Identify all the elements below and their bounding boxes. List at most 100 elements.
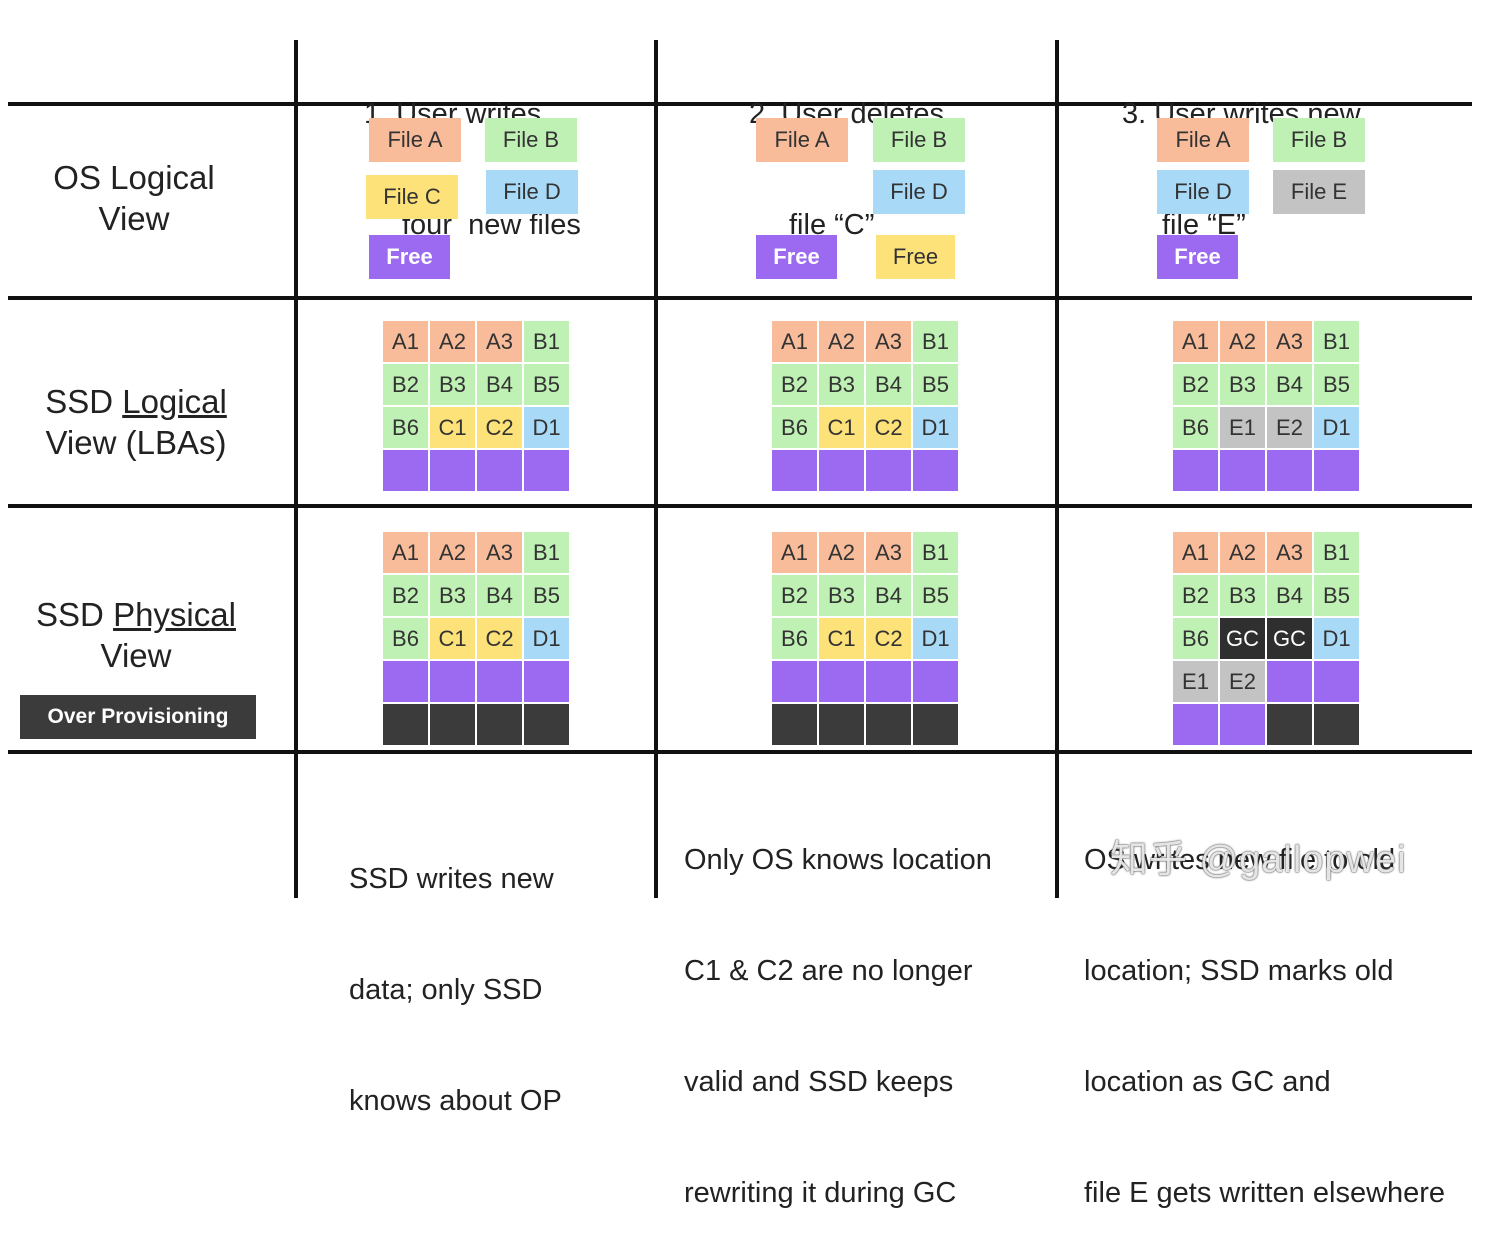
block-cell: A1 bbox=[383, 321, 428, 362]
block-cell: A2 bbox=[1220, 321, 1265, 362]
file-block: File D bbox=[873, 170, 965, 214]
file-block: File C bbox=[366, 175, 458, 219]
row-divider-2 bbox=[8, 504, 1472, 508]
block-cell: B5 bbox=[524, 575, 569, 616]
block-cell: A1 bbox=[383, 532, 428, 573]
block-cell bbox=[1173, 450, 1218, 491]
block-cell bbox=[1314, 450, 1359, 491]
col-divider-1 bbox=[294, 40, 298, 898]
file-block: File B bbox=[485, 118, 577, 162]
block-cell bbox=[1267, 450, 1312, 491]
block-cell: D1 bbox=[1314, 407, 1359, 448]
description-line: C1 & C2 are no longer bbox=[684, 955, 973, 987]
row-label-phys-prefix: SSD bbox=[36, 596, 114, 633]
row-label-os-logical-view: OS Logical View bbox=[4, 157, 264, 239]
block-cell: B1 bbox=[524, 321, 569, 362]
block-cell bbox=[430, 661, 475, 702]
block-cell: B5 bbox=[913, 575, 958, 616]
block-cell: B6 bbox=[1173, 618, 1218, 659]
block-cell bbox=[772, 704, 817, 745]
block-cell: A1 bbox=[772, 321, 817, 362]
block-cell bbox=[524, 704, 569, 745]
block-cell: GC bbox=[1220, 618, 1265, 659]
block-cell: B1 bbox=[913, 532, 958, 573]
description-col-2: Only OS knows location C1 & C2 are no lo… bbox=[684, 768, 992, 1249]
block-cell: B4 bbox=[477, 364, 522, 405]
block-cell: A3 bbox=[866, 321, 911, 362]
block-cell bbox=[866, 661, 911, 702]
watermark: 知乎 @gallopwei bbox=[1110, 839, 1407, 881]
block-cell bbox=[430, 450, 475, 491]
block-cell: B3 bbox=[1220, 364, 1265, 405]
block-cell: D1 bbox=[1314, 618, 1359, 659]
block-cell bbox=[866, 450, 911, 491]
block-cell bbox=[477, 661, 522, 702]
block-cell bbox=[430, 704, 475, 745]
block-cell: A2 bbox=[819, 321, 864, 362]
block-cell bbox=[772, 661, 817, 702]
block-cell: D1 bbox=[913, 407, 958, 448]
block-cell bbox=[819, 450, 864, 491]
block-cell bbox=[1220, 450, 1265, 491]
block-cell: B1 bbox=[913, 321, 958, 362]
description-line: data; only SSD bbox=[349, 974, 543, 1006]
block-cell: C2 bbox=[866, 618, 911, 659]
block-cell: A3 bbox=[477, 532, 522, 573]
file-block: File D bbox=[486, 170, 578, 214]
block-cell: GC bbox=[1267, 618, 1312, 659]
block-cell: B4 bbox=[866, 575, 911, 616]
block-cell: A2 bbox=[430, 532, 475, 573]
block-cell: B1 bbox=[1314, 321, 1359, 362]
block-cell: A1 bbox=[772, 532, 817, 573]
column-header-3: 3. User writes new file “E” bbox=[1122, 22, 1361, 281]
block-cell: B2 bbox=[1173, 364, 1218, 405]
row-label-ssd-logical-view: SSD Logical View (LBAs) bbox=[6, 381, 266, 463]
row-divider-3 bbox=[8, 750, 1472, 754]
block-cell: A3 bbox=[866, 532, 911, 573]
col-divider-3 bbox=[1055, 40, 1059, 898]
file-block: File A bbox=[1157, 118, 1249, 162]
block-cell: B2 bbox=[383, 364, 428, 405]
block-cell bbox=[477, 450, 522, 491]
block-cell bbox=[383, 661, 428, 702]
file-block: File E bbox=[1273, 170, 1365, 214]
block-cell: C1 bbox=[430, 407, 475, 448]
block-cell: B3 bbox=[1220, 575, 1265, 616]
block-cell: A1 bbox=[1173, 532, 1218, 573]
block-cell: E1 bbox=[1220, 407, 1265, 448]
file-block: Free bbox=[876, 235, 955, 279]
block-cell: A2 bbox=[819, 532, 864, 573]
block-cell bbox=[1267, 661, 1312, 702]
file-block: File A bbox=[369, 118, 461, 162]
description-line: file E gets written elsewhere bbox=[1084, 1177, 1446, 1209]
file-block: File A bbox=[756, 118, 848, 162]
row-divider-1 bbox=[8, 296, 1472, 300]
row-label-lba-underlined: Logical bbox=[122, 383, 227, 420]
block-cell: A3 bbox=[1267, 532, 1312, 573]
block-cell: A3 bbox=[477, 321, 522, 362]
block-cell: B2 bbox=[772, 575, 817, 616]
row-label-phys-underlined: Physical bbox=[113, 596, 236, 633]
block-cell: B1 bbox=[1314, 532, 1359, 573]
block-cell: C1 bbox=[430, 618, 475, 659]
block-cell bbox=[819, 704, 864, 745]
block-cell: D1 bbox=[524, 618, 569, 659]
row-label-phys-line2: View bbox=[100, 637, 172, 674]
block-cell bbox=[383, 450, 428, 491]
block-cell: B2 bbox=[1173, 575, 1218, 616]
file-block: Free bbox=[1157, 235, 1238, 279]
block-cell: B4 bbox=[1267, 575, 1312, 616]
description-line: location as GC and bbox=[1084, 1066, 1331, 1098]
block-cell: B5 bbox=[913, 364, 958, 405]
block-cell: B2 bbox=[383, 575, 428, 616]
row-label-ssd-physical-view: SSD Physical View bbox=[6, 594, 266, 676]
block-cell bbox=[1267, 704, 1312, 745]
file-block: Free bbox=[756, 235, 837, 279]
block-cell bbox=[1173, 704, 1218, 745]
block-cell: B5 bbox=[1314, 575, 1359, 616]
description-line: valid and SSD keeps bbox=[684, 1066, 954, 1098]
row-label-lba-line2: View (LBAs) bbox=[45, 424, 227, 461]
